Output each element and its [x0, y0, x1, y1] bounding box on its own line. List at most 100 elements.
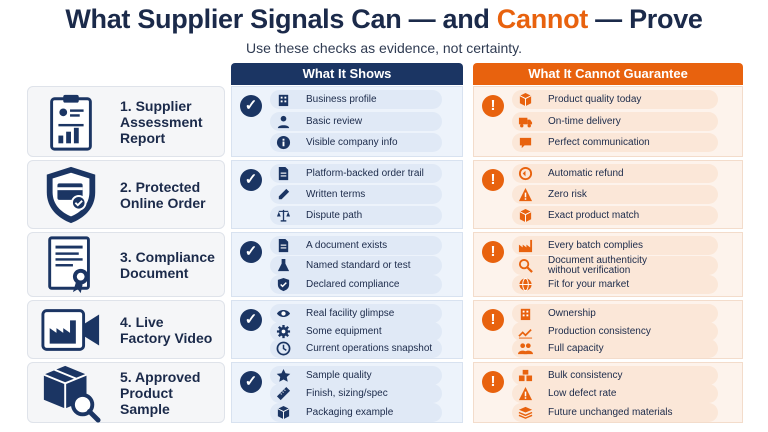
exclamation-circle-icon: ! [482, 309, 504, 331]
info-icon [276, 135, 291, 150]
item-text: Platform-backed order trail [306, 168, 424, 179]
flask-icon [276, 258, 291, 273]
globe-icon [518, 277, 533, 292]
cannot-item: Low defect rate [512, 384, 718, 404]
building-icon [276, 92, 291, 107]
column-header-cannot: What It Cannot Guarantee [473, 63, 743, 85]
item-text: A document exists [306, 240, 388, 251]
pen-icon [276, 187, 291, 202]
item-text: Future unchanged materials [548, 406, 673, 418]
cannot-item: Automatic refund [512, 164, 718, 183]
item-text: Ownership [548, 308, 596, 319]
signal-category-name: 5. Approved Product Sample [120, 368, 201, 417]
cannot-item: Document authenticity without verificati… [512, 255, 718, 275]
gear-icon [276, 324, 291, 339]
title-accent: Cannot [496, 4, 588, 34]
building-icon [518, 306, 533, 321]
scale-icon [276, 208, 291, 223]
check-circle-icon: ✓ [240, 95, 262, 117]
clipboard-report-icon [40, 91, 102, 153]
signal-row: 1. Supplier Assessment Report ✓ Business p… [27, 86, 743, 157]
item-text: Current operations snapshot [306, 343, 433, 355]
item-text: Some equipment [306, 325, 382, 337]
shows-item: Platform-backed order trail [270, 164, 442, 183]
column-header-shows: What It Shows [231, 63, 463, 85]
cannot-item: Future unchanged materials [512, 402, 718, 422]
item-text: Perfect communication [548, 137, 650, 149]
cannot-item: Fit for your market [512, 275, 718, 295]
cube-icon [518, 208, 533, 223]
cannot-item: Exact product match [512, 206, 718, 225]
magnifier-icon [518, 258, 533, 273]
check-circle-icon: ✓ [240, 241, 262, 263]
item-text: Exact product match [548, 210, 640, 221]
cannot-item: Production consistency [512, 321, 718, 341]
signal-row: 2. Protected Online Order ✓ Platform-backe… [27, 160, 743, 229]
eye-icon [276, 306, 291, 321]
boxes-icon [518, 368, 533, 383]
box-magnifier-icon [40, 362, 102, 424]
signal-row: 3. Compliance Document ✓ A document exists… [27, 232, 743, 297]
item-text: Sample quality [306, 370, 372, 381]
item-text: Declared compliance [306, 279, 400, 291]
shows-item: Finish, sizing/spec [270, 384, 442, 404]
signal-category: 3. Compliance Document [27, 232, 225, 297]
signal-category: 1. Supplier Assessment Report [27, 86, 225, 157]
trend-icon [518, 324, 533, 339]
shows-item: Written terms [270, 185, 442, 204]
item-text: Automatic refund [548, 168, 624, 179]
item-text: Dispute path [306, 210, 363, 221]
shield-card-icon [40, 164, 102, 226]
title-part1: What Supplier Signals Can — and [65, 4, 497, 34]
signal-category-name: 4. Live Factory Video [120, 313, 213, 346]
item-text: Bulk consistency [548, 370, 623, 381]
person-icon [276, 114, 291, 129]
page-title: What Supplier Signals Can — and Cannot —… [0, 4, 768, 35]
cannot-item: Zero risk [512, 185, 718, 204]
item-text: Business profile [306, 94, 377, 105]
check-circle-icon: ✓ [240, 371, 262, 393]
cannot-item: Ownership [512, 304, 718, 323]
package-icon [276, 405, 291, 420]
cannot-item: Bulk consistency [512, 366, 718, 385]
shows-item: Real facility glimpse [270, 304, 442, 323]
shows-item: A document exists [270, 236, 442, 255]
check-circle-icon: ✓ [240, 169, 262, 191]
exclamation-circle-icon: ! [482, 241, 504, 263]
cannot-item: On-time delivery [512, 111, 718, 131]
check-circle-icon: ✓ [240, 309, 262, 331]
signal-category: 4. Live Factory Video [27, 300, 225, 359]
signal-category-name: 1. Supplier Assessment Report [120, 97, 203, 146]
shows-item: Packaging example [270, 402, 442, 422]
item-text: Finish, sizing/spec [306, 388, 388, 400]
shows-item: Dispute path [270, 206, 442, 225]
item-text: Zero risk [548, 189, 587, 200]
item-text: Written terms [306, 189, 366, 200]
star-icon [276, 368, 291, 383]
ruler-icon [276, 386, 291, 401]
factory-icon [518, 238, 533, 253]
signal-category-name: 2. Protected Online Order [120, 178, 206, 211]
people-icon [518, 341, 533, 356]
item-text: Visible company info [306, 137, 398, 149]
box-icon [518, 92, 533, 107]
factory-video-icon [40, 299, 102, 361]
layers-icon [518, 405, 533, 420]
document-icon [276, 166, 291, 181]
exclamation-circle-icon: ! [482, 371, 504, 393]
cannot-item: Every batch complies [512, 236, 718, 255]
item-text: Full capacity [548, 343, 604, 355]
cannot-item: Perfect communication [512, 133, 718, 153]
exclamation-circle-icon: ! [482, 95, 504, 117]
shows-item: Some equipment [270, 321, 442, 341]
check-shield-icon [276, 277, 291, 292]
refund-icon [518, 166, 533, 181]
